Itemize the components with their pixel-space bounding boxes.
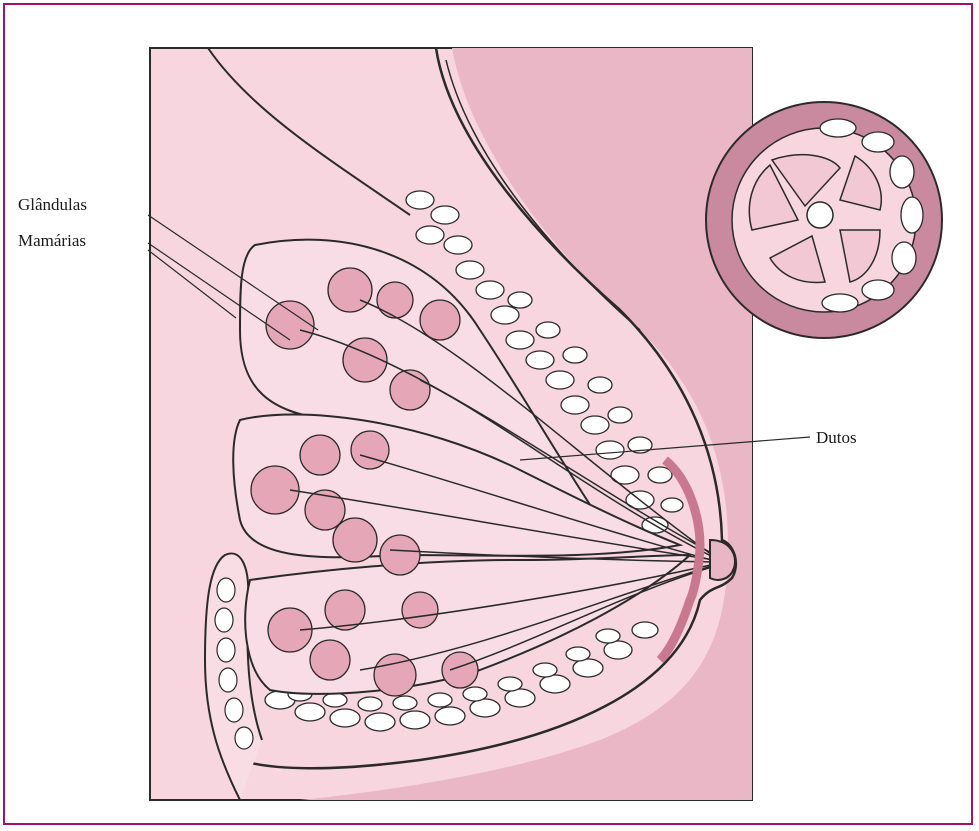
- label-glandulas: Glândulas: [18, 196, 87, 213]
- label-dutos: Dutos: [816, 429, 857, 446]
- cross-section-inset: [706, 102, 942, 338]
- label-mamarias: Mamárias: [18, 232, 86, 249]
